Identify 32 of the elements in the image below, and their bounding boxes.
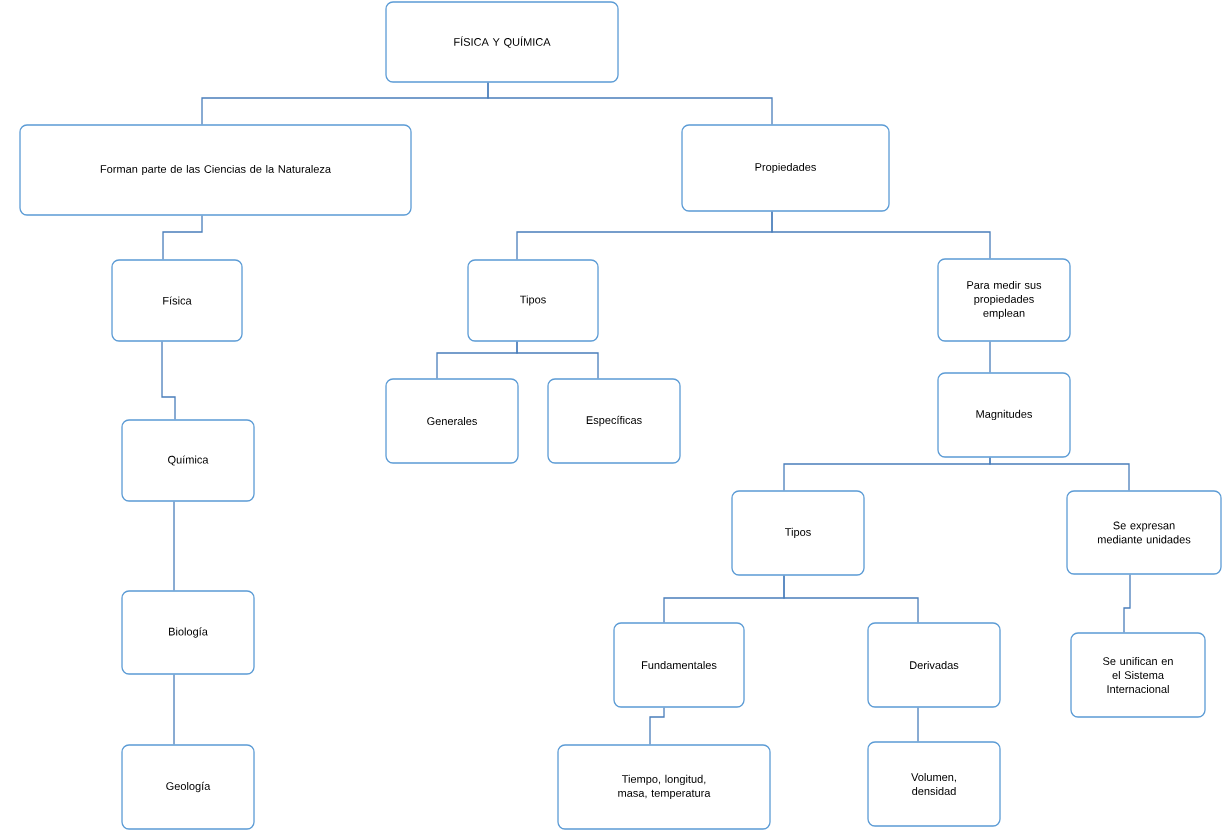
concept-box: Tiempo, longitud, masa, temperatura [557,744,771,830]
connector-line [162,215,203,260]
connector-line [1123,574,1131,633]
connector-line [989,341,991,373]
connector-line [783,575,919,623]
concept-box: Geología [121,744,255,830]
concept-box: Para medir sus propiedades emplean [937,258,1071,342]
concept-box: Volumen, densidad [867,741,1001,827]
connector-line [161,341,176,420]
connector-line [173,501,175,591]
concept-box: Se unifican en el Sistema Internacional [1070,632,1206,718]
connector-line [487,82,773,125]
concept-box: Física [111,259,243,342]
concept-box: Química [121,419,255,502]
concept-box: Específicas [547,378,681,464]
connector-line [516,341,599,379]
connector-line [173,674,175,745]
connector-line [917,707,919,742]
concept-box: Fundamentales [613,622,745,708]
concept-box: Biología [121,590,255,675]
concept-box: Magnitudes [937,372,1071,458]
concept-box: Tipos [731,490,865,576]
connector-line [989,457,1130,491]
concept-box: Forman parte de las Ciencias de la Naturaleza [19,124,412,216]
concept-box: Se expresan mediante unidades [1066,490,1222,575]
concept-box: Propiedades [681,124,890,212]
connector-line [771,211,991,259]
concept-box: Tipos [467,259,599,342]
connector-line [649,707,665,745]
concept-box: Derivadas [867,622,1001,708]
concept-box: Generales [385,378,519,464]
concept-box: FÍSICA Y QUÍMICA [385,1,619,83]
